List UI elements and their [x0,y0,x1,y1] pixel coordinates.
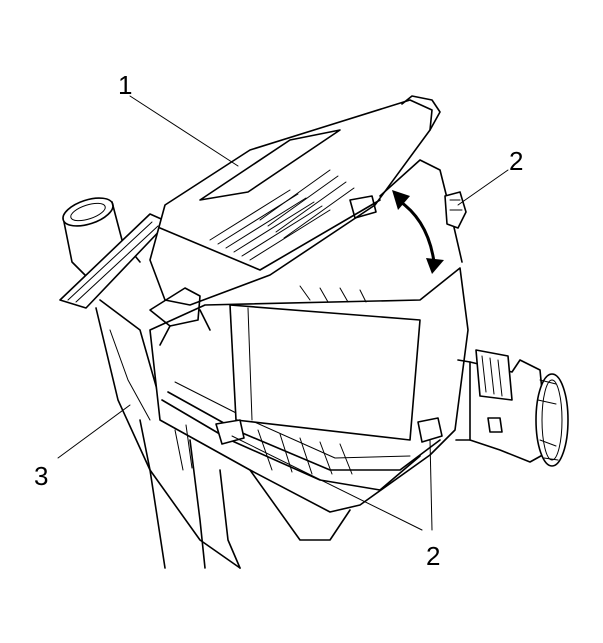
leader-lines [57,95,509,531]
leader-2-top [457,169,509,206]
retaining-clips-lower [215,417,443,445]
leader-3 [57,404,131,459]
maf-sensor-outlet [455,349,569,467]
callout-2-top: 2 [509,146,523,176]
filter-element [229,285,421,475]
leader-2-bottom-right [429,439,433,531]
callout-2-bottom: 2 [426,541,440,571]
inlet-duct [59,197,241,569]
leader-1 [129,95,239,167]
callout-1: 1 [118,70,132,100]
retaining-clip-right [444,191,467,229]
callout-3: 3 [34,461,48,491]
leader-2-bottom-left [231,435,423,531]
pivot-arrow [392,190,444,274]
